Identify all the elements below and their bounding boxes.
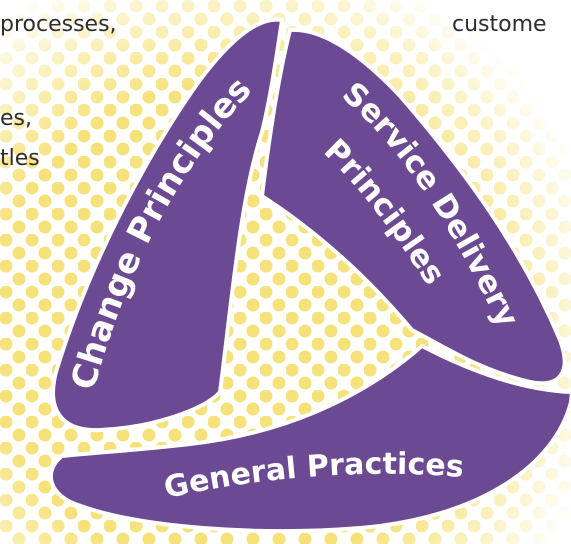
- segment-service-delivery-principles: [259, 27, 567, 386]
- background-text-snippet: tles: [0, 146, 40, 171]
- background-text-snippet: es,: [0, 106, 32, 131]
- segment-change-principles: [51, 17, 285, 433]
- background-text-snippet: custome: [452, 12, 547, 37]
- background-text-snippet: processes,: [0, 12, 117, 37]
